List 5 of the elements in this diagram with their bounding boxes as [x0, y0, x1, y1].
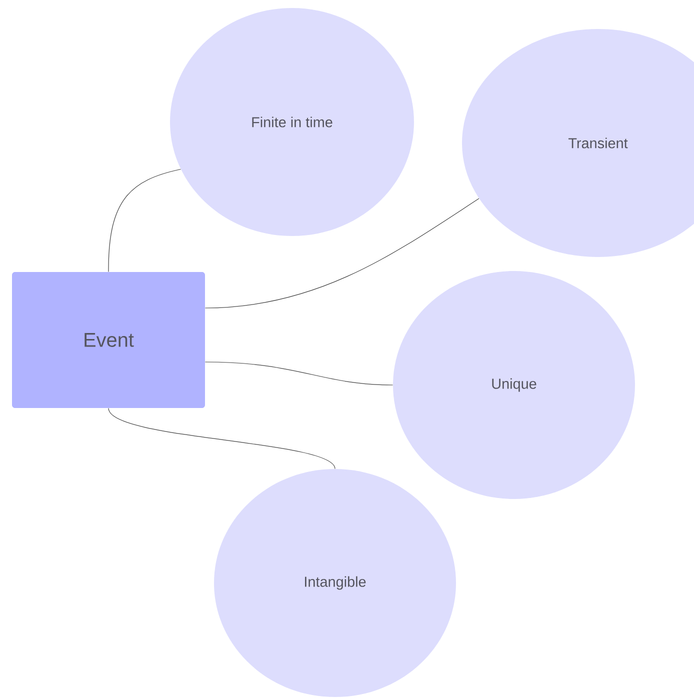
event-box: Event — [12, 272, 205, 408]
connector-line — [204, 362, 394, 386]
connector-line — [204, 198, 480, 308]
connector-line — [108, 408, 336, 470]
connector-line — [108, 168, 182, 272]
